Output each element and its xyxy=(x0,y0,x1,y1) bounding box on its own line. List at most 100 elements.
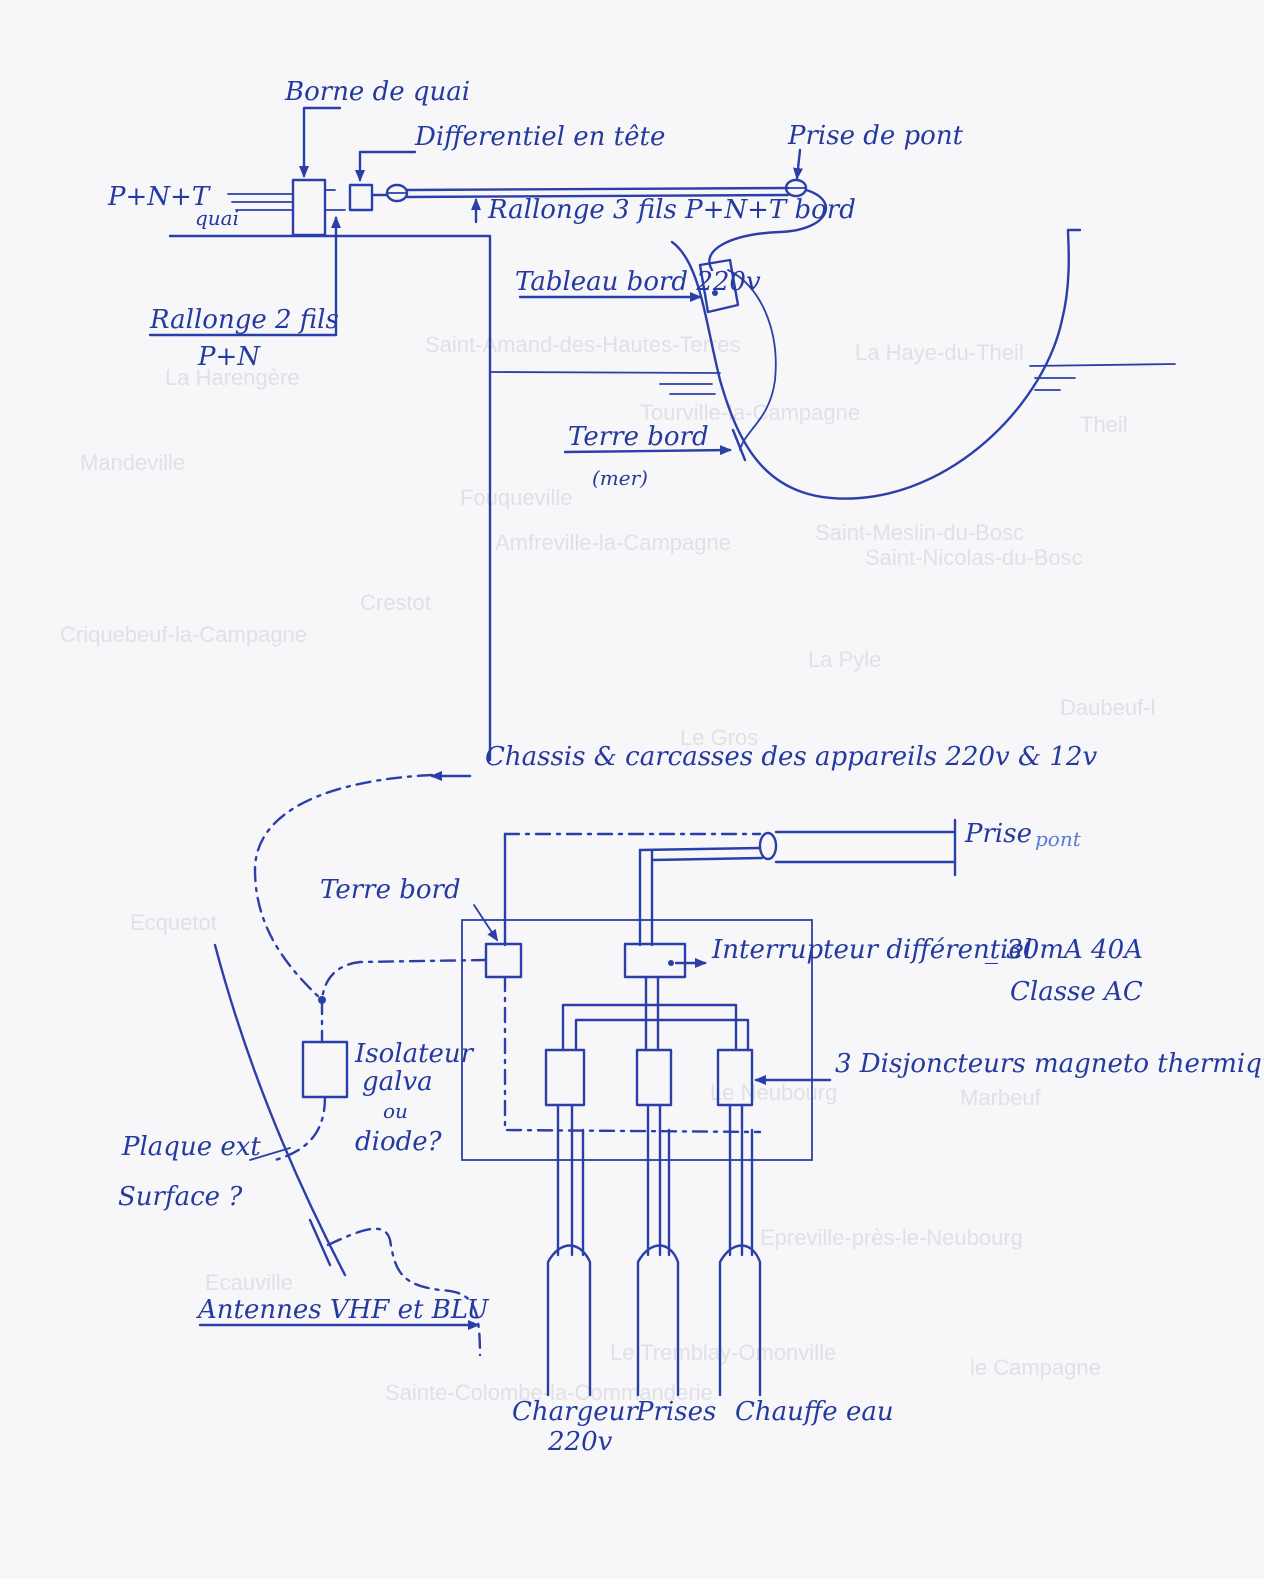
feed-wires xyxy=(638,848,654,947)
water-ripples xyxy=(659,377,1076,395)
outlets-sheath xyxy=(636,1244,680,1397)
breaker-charger xyxy=(544,1048,586,1107)
label-prises: Prises xyxy=(635,1397,716,1427)
ghost-text: Epreville-près-le-Neubourg xyxy=(760,1225,1023,1250)
onboard-wiring-diagram xyxy=(198,771,957,1397)
chassis-ground-wire xyxy=(253,773,434,1002)
pointer-terre-bord-bottom xyxy=(473,904,499,942)
label-terre-bord-top: Terre bord xyxy=(568,422,709,452)
ghost-text: Criquebeuf-la-Campagne xyxy=(60,622,307,647)
plate-conductor xyxy=(213,943,347,1277)
sea-level-left xyxy=(489,371,721,374)
differential-box xyxy=(348,183,374,212)
breaker-outlets xyxy=(635,1048,673,1107)
ghost-text: La Haye-du-Theil xyxy=(855,340,1024,365)
label-spec-2: Classe AC xyxy=(1010,977,1143,1007)
heater-wires xyxy=(728,1103,754,1257)
boat-hull xyxy=(670,228,1082,500)
ghost-text: le Campagne xyxy=(970,1355,1101,1380)
ghost-text: La Harengère xyxy=(165,365,300,390)
deck-socket-bottom-icon xyxy=(758,831,778,861)
label-terre-bord-bottom: Terre bord xyxy=(320,875,461,905)
label-ou: ou xyxy=(383,1099,408,1123)
ghost-text: Saint-Amand-des-Hautes-Terres xyxy=(425,332,740,357)
ghost-text: Marbeuf xyxy=(960,1085,1042,1110)
ghost-text: Ecquetot xyxy=(130,910,217,935)
sea-level-right xyxy=(1029,363,1176,367)
label-mer: (mer) xyxy=(592,466,648,490)
panel-box xyxy=(698,258,740,314)
pointer-differentiel xyxy=(355,150,417,182)
pillar-outlet xyxy=(324,189,346,211)
isolator-box xyxy=(301,1040,349,1099)
label-chauffe-eau: Chauffe eau xyxy=(735,1397,894,1427)
rcd-box xyxy=(623,942,687,979)
ghost-text: Crestot xyxy=(360,590,431,615)
label-surface: Surface ? xyxy=(118,1182,243,1212)
isolator-to-plate xyxy=(273,1095,327,1162)
ghost-text: Le Gros xyxy=(680,725,758,750)
label-chargeur: Chargeur xyxy=(512,1397,639,1427)
label-rallonge-2-fils: Rallonge 2 fils xyxy=(149,305,339,335)
pointer-rallonge-2 xyxy=(148,216,341,337)
ground-wire xyxy=(727,269,777,451)
label-pont: pont xyxy=(1035,827,1082,851)
plate-mark xyxy=(308,1218,332,1267)
label-rallonge-3-fils: Rallonge 3 fils P+N+T bord xyxy=(487,195,856,225)
quay-edge xyxy=(168,234,492,762)
label-disjoncteurs: 3 Disjoncteurs magneto thermiques xyxy=(835,1049,1264,1079)
charger-sheath xyxy=(546,1244,592,1397)
label-isolateur: Isolateur xyxy=(354,1039,475,1069)
pointer-prise-pont xyxy=(793,148,804,180)
label-220v: 220v xyxy=(547,1427,613,1457)
three-wire-cable xyxy=(370,186,790,199)
label-diode: diode? xyxy=(355,1127,443,1157)
label-borne-de-quai: Borne de quai xyxy=(284,77,470,107)
ghost-text: Saint-Meslin-du-Bosc xyxy=(815,520,1024,545)
ghost-text: Le Tremblay-Omonville xyxy=(610,1340,836,1365)
ghost-text: Theil xyxy=(1080,412,1128,437)
pointer-borne xyxy=(299,106,342,178)
shore-connection-diagram xyxy=(148,106,1176,762)
ghost-text: Mandeville xyxy=(80,450,185,475)
earth-distribution xyxy=(503,975,762,1134)
antenna-cable xyxy=(326,1227,482,1357)
label-galva: galva xyxy=(362,1067,433,1097)
shore-pillar-box xyxy=(291,178,327,237)
ghost-text: Tourville-la-Campagne xyxy=(640,400,860,425)
label-spec-1: _ 30mA 40A xyxy=(985,935,1143,965)
cable-into-boat xyxy=(708,188,828,272)
ghost-text: Saint-Nicolas-du-Bosc xyxy=(865,545,1083,570)
breaker-bus xyxy=(561,975,750,1052)
ghost-text: Amfreville-la-Campagne xyxy=(495,530,731,555)
label-interrupteur: Interrupteur différentiel xyxy=(711,935,1032,965)
electrical-enclosure xyxy=(461,919,813,1161)
ghost-text: Ecauville xyxy=(205,1270,293,1295)
ghost-text: Fouqueville xyxy=(460,485,573,510)
hull-ground-plate xyxy=(731,428,747,462)
outlets-wires xyxy=(646,1103,671,1257)
ghost-text: Daubeuf-l xyxy=(1060,695,1155,720)
quay-supply-lines xyxy=(227,193,293,211)
label-differentiel-en-tete: Differentiel en tête xyxy=(414,122,665,152)
label-pnt-quai: P+N+T xyxy=(107,182,211,212)
charger-wires xyxy=(556,1103,585,1257)
label-prise-de-pont: Prise de pont xyxy=(787,121,964,151)
label-plaque: Plaque ext xyxy=(121,1132,261,1162)
label-quai: quai xyxy=(195,206,239,230)
label-pn: P+N xyxy=(197,342,261,372)
ghost-text: Le Neubourg xyxy=(710,1080,837,1105)
label-antennes: Antennes VHF et BLU xyxy=(196,1295,490,1325)
breaker-water-heater xyxy=(716,1048,754,1107)
heater-sheath xyxy=(718,1244,762,1397)
deck-socket-cable xyxy=(774,830,957,864)
label-chassis: Chassis & carcasses des appareils 220v &… xyxy=(485,742,1097,772)
ground-bar-box xyxy=(484,942,523,979)
label-prise: Prise xyxy=(964,819,1032,849)
ghost-text: La Pyle xyxy=(808,647,881,672)
label-tableau-bord: Tableau bord 220v xyxy=(515,267,761,297)
pointer-terre-bord xyxy=(563,445,732,456)
